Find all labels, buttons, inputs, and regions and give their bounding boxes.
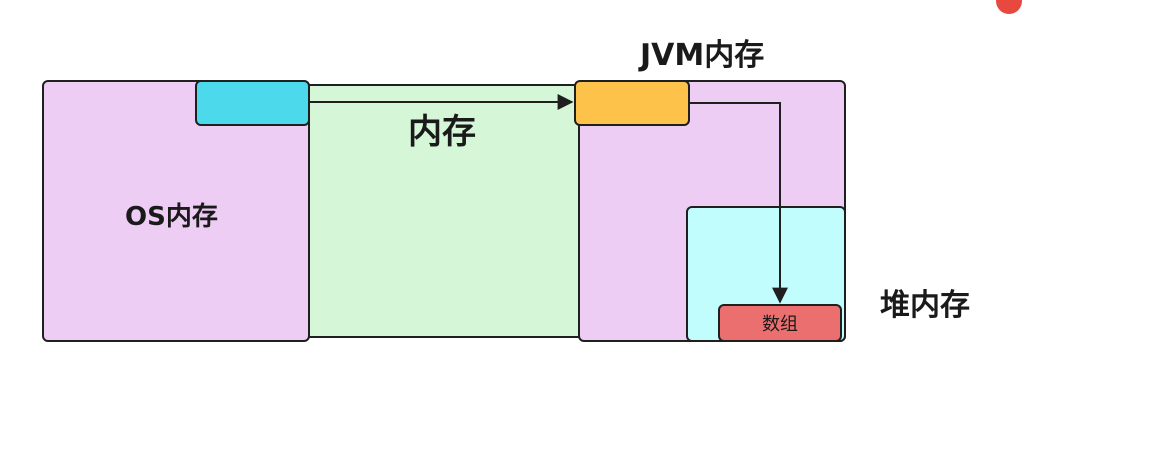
jvm-buffer-block [574, 80, 690, 126]
array-block: 数组 [718, 304, 842, 342]
array-label: 数组 [762, 314, 798, 335]
jvm-to-array-arrow [690, 102, 788, 304]
red-status-dot [996, 0, 1022, 14]
heap-memory-label: 堆内存 [880, 288, 970, 323]
native-memory-label: 内存 [408, 112, 476, 152]
os-buffer-block [195, 80, 310, 126]
os-memory-label: OS内存 [125, 202, 218, 232]
jvm-memory-label: JVM内存 [640, 38, 765, 73]
